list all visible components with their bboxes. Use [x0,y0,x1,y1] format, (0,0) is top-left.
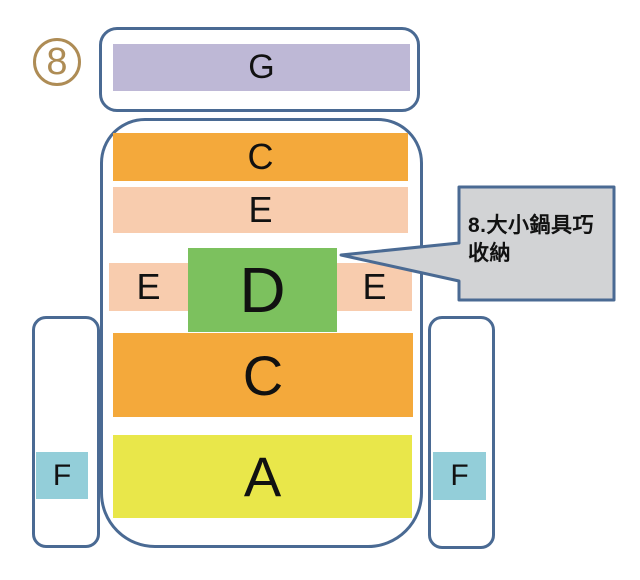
block-f-left: F [36,452,88,499]
side-unit-right-outline [428,316,495,549]
block-g-label: G [248,48,275,86]
block-a-label: A [243,445,282,508]
block-f-right: F [433,452,486,500]
block-c-bottom-label: C [242,343,284,407]
block-c-bottom: C [113,333,413,417]
step-number-badge: 8 [33,38,81,86]
block-c-top-label: C [247,136,274,177]
block-d: D [188,248,337,332]
block-c-top: C [113,133,408,181]
block-f-right-label: F [450,459,469,492]
block-e-middle-left-label: E [136,266,161,307]
block-g: G [113,44,410,91]
block-f-left-label: F [52,458,72,492]
block-d-label: D [239,254,286,326]
block-e-top-label: E [248,189,273,230]
block-e-middle-right-label: E [362,266,387,307]
callout-label: 8.大小鍋具巧收納 [468,214,595,265]
side-unit-left-outline [32,316,100,548]
step-number: 8 [46,41,68,83]
block-e-top: E [113,187,408,233]
block-a: A [113,435,412,518]
